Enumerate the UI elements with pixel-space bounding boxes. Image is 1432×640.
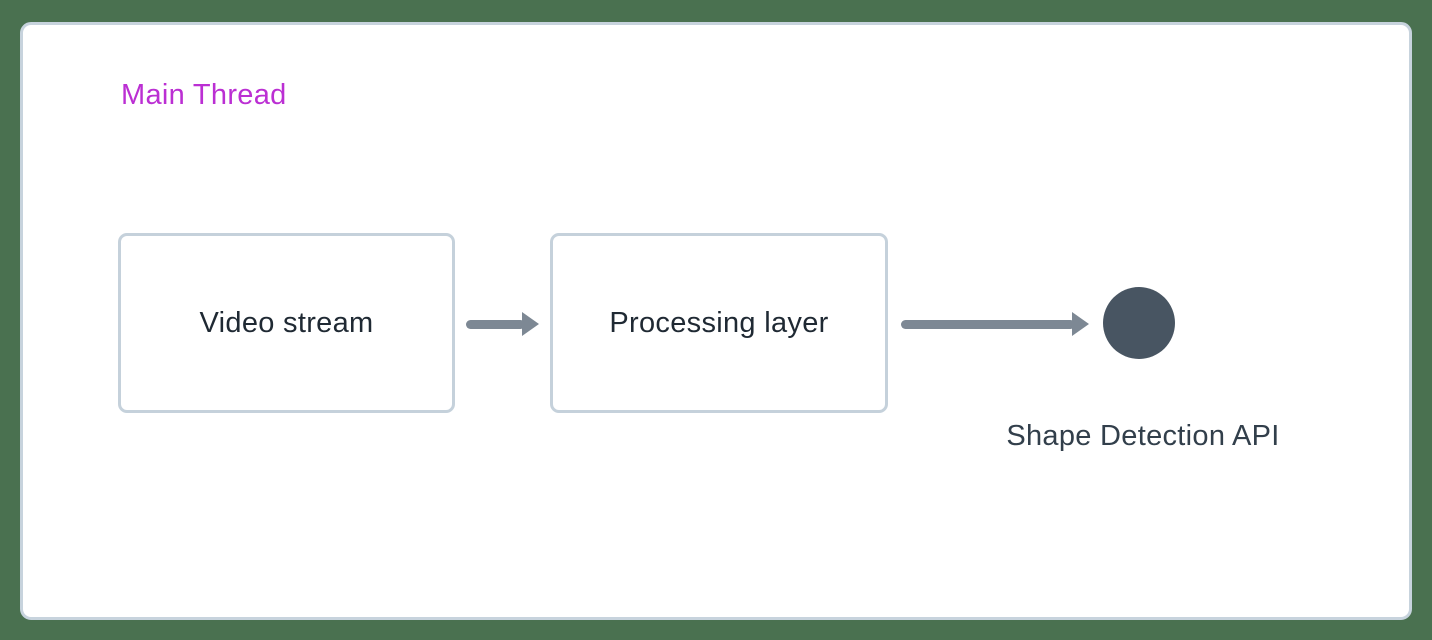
main-thread-panel: Main Thread Video stream Processing laye… [20, 22, 1412, 620]
node-video-stream: Video stream [118, 233, 455, 413]
node-shape-detection-api-label: Shape Detection API [1006, 420, 1280, 452]
arrow-head-icon [522, 312, 539, 336]
arrow-video-to-processing [466, 312, 539, 336]
arrow-head-icon [1072, 312, 1089, 336]
node-processing-layer-label: Processing layer [609, 306, 829, 339]
node-video-stream-label: Video stream [199, 306, 374, 339]
node-processing-layer: Processing layer [550, 233, 888, 413]
arrow-shaft [901, 319, 1075, 329]
arrow-shaft [466, 319, 525, 329]
arrow-processing-to-api [901, 312, 1089, 336]
main-thread-title: Main Thread [121, 79, 287, 111]
node-shape-detection-api-circle [1103, 287, 1175, 359]
